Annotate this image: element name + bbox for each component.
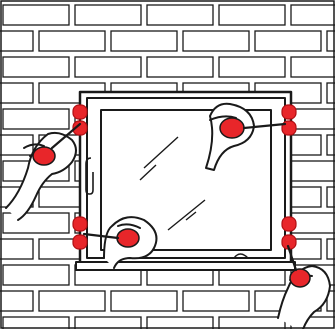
brick	[182, 290, 250, 312]
brick	[182, 30, 250, 52]
brick	[290, 108, 335, 130]
brick	[326, 30, 335, 52]
brick	[146, 4, 214, 26]
brick	[290, 56, 335, 78]
hand-with-tool-icon	[5, 102, 331, 329]
sealing-point-icon	[72, 216, 88, 232]
brick	[110, 30, 178, 52]
tool-grip-icon	[289, 268, 311, 288]
brick	[326, 134, 335, 156]
brick	[218, 56, 286, 78]
brick	[254, 30, 322, 52]
window-handle-icon	[85, 157, 94, 195]
brick	[146, 56, 214, 78]
brick	[218, 4, 286, 26]
brick	[326, 290, 335, 312]
brick	[74, 316, 142, 329]
brick	[2, 264, 70, 286]
sealing-point-icon	[281, 216, 297, 232]
brick	[326, 186, 335, 208]
brick	[0, 238, 34, 260]
brick	[74, 56, 142, 78]
sealing-point-icon	[72, 120, 88, 136]
brick	[2, 108, 70, 130]
brick	[218, 316, 286, 329]
tool-grip-icon	[219, 117, 245, 139]
tool-grip-icon	[32, 146, 56, 166]
brick	[290, 212, 335, 234]
brick	[290, 160, 335, 182]
brick	[38, 30, 106, 52]
sealing-point-icon	[72, 234, 88, 250]
brick	[38, 290, 106, 312]
brick	[326, 82, 335, 104]
brick	[290, 4, 335, 26]
glass-reflection-icon	[139, 136, 206, 231]
brick	[2, 316, 70, 329]
brick	[2, 4, 70, 26]
brick	[0, 290, 34, 312]
tool-grip-icon	[116, 228, 140, 248]
sealing-point-icon	[72, 104, 88, 120]
sealing-point-icon	[281, 104, 297, 120]
brick	[146, 316, 214, 329]
brick	[110, 290, 178, 312]
brick	[0, 30, 34, 52]
brick	[2, 56, 70, 78]
brick	[0, 82, 34, 104]
brick	[2, 212, 70, 234]
brick	[74, 4, 142, 26]
brick	[326, 238, 335, 260]
